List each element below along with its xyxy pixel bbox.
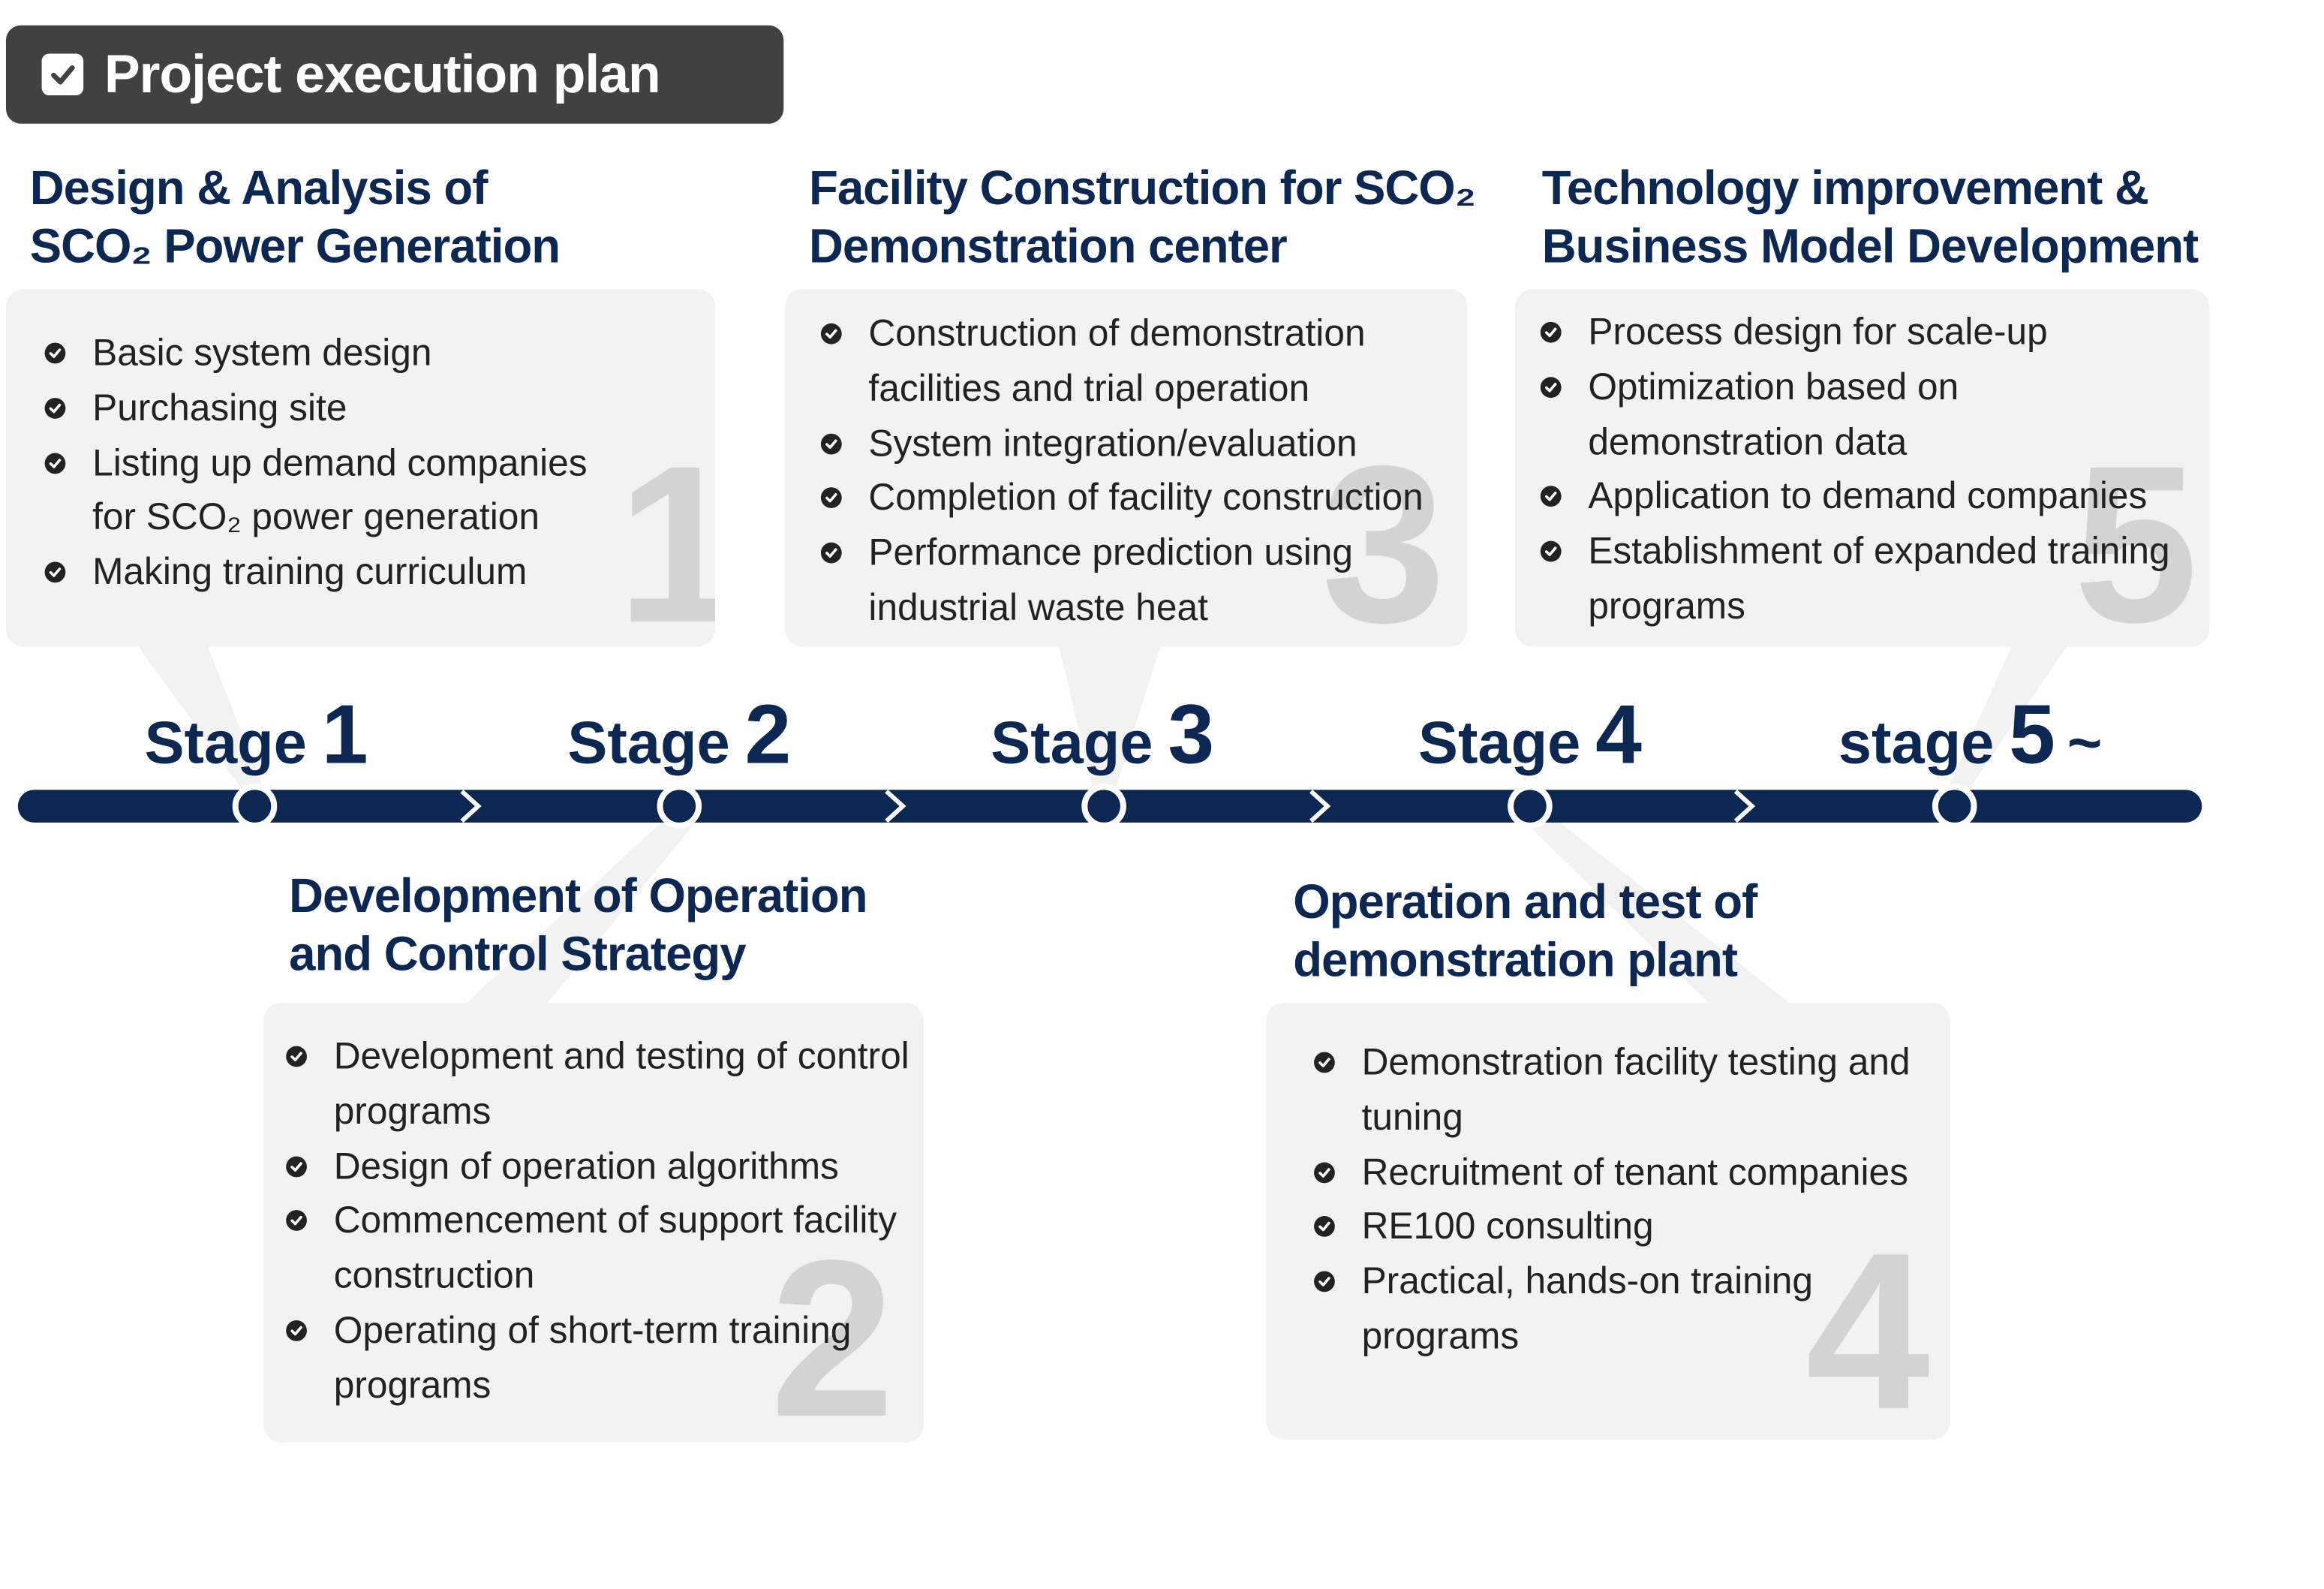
stage-4-title: Operation and test of demonstration plan… [1293, 874, 1757, 987]
list-item: Listing up demand companies for SCO₂ pow… [44, 436, 641, 546]
stage-2-list: Development and testing of control progr… [286, 1030, 912, 1413]
list-item: Purchasing site [44, 381, 641, 436]
stage-3-big-number: 3 [1321, 418, 1446, 647]
list-item: Practical, hands-on training programs [1314, 1255, 1925, 1365]
list-item: Process design for scale-up [1540, 305, 2181, 360]
check-circle-icon [286, 1320, 307, 1341]
stage-1-list: Basic system design Purchasing site List… [44, 327, 641, 600]
check-circle-icon [820, 323, 842, 345]
stage-2-big-number: 2 [770, 1213, 895, 1443]
list-item: Recruitment of tenant companies [1314, 1145, 1925, 1200]
checkbox-checked-icon [41, 53, 84, 96]
list-item: Design of operation algorithms [286, 1139, 912, 1194]
stage-1-title: Design & Analysis of SCO₂ Power Generati… [29, 161, 561, 273]
list-item: Basic system design [44, 327, 641, 381]
timeline-node-2 [657, 784, 702, 829]
stage-2-card: 2 Development and testing of control pro… [263, 1003, 924, 1443]
list-item: RE100 consulting [1314, 1200, 1925, 1255]
check-circle-icon [820, 487, 842, 509]
header-bar: Project execution plan [5, 25, 784, 124]
timeline-node-1 [232, 784, 278, 829]
stage-4-list: Demonstration facility testing and tunin… [1314, 1036, 1925, 1365]
callout-tail-stage-2 [461, 816, 701, 1008]
header-title: Project execution plan [104, 43, 661, 104]
stage-5-big-number: 5 [2073, 418, 2199, 647]
timeline-node-3 [1081, 784, 1126, 829]
stage-2-title: Development of Operation and Control Str… [289, 868, 867, 981]
check-circle-icon [286, 1046, 307, 1067]
list-item: Commencement of support facility constru… [286, 1194, 912, 1304]
check-circle-icon [1314, 1271, 1335, 1293]
stage-3-list: Construction of demonstration facilities… [820, 307, 1447, 636]
stage-5-title: Technology improvement & Business Model … [1541, 161, 2199, 273]
check-circle-icon [1314, 1052, 1335, 1073]
stage-3-card: 3 Construction of demonstration faciliti… [785, 289, 1468, 647]
check-circle-icon [44, 342, 66, 364]
timeline-node-5 [1932, 784, 1977, 829]
stage-1-big-number: 1 [617, 432, 715, 647]
check-circle-icon [44, 397, 66, 419]
stage-5-list: Process design for scale-up Optimization… [1540, 305, 2181, 634]
check-circle-icon [1314, 1216, 1335, 1238]
check-circle-icon [286, 1210, 307, 1232]
list-item: Construction of demonstration facilities… [820, 307, 1447, 417]
timeline-node-4 [1508, 784, 1553, 829]
list-item: Establishment of expanded training progr… [1540, 525, 2181, 634]
chevron-right-icon [1733, 789, 1756, 823]
check-circle-icon [820, 432, 842, 454]
check-circle-icon [44, 452, 66, 474]
list-item: Application to demand companies [1540, 470, 2181, 525]
check-circle-icon [44, 561, 66, 583]
stage-4-big-number: 4 [1805, 1205, 1930, 1440]
chevron-right-icon [460, 789, 482, 823]
stage-1-card: 1 Basic system design Purchasing site Li… [5, 289, 715, 647]
chevron-right-icon [885, 789, 906, 823]
stage-3-title: Facility Construction for SCO₂ Demonstra… [809, 161, 1476, 273]
list-item: Making training curriculum [44, 546, 641, 600]
list-item: Optimization based on demonstration data [1540, 360, 2181, 470]
list-item: Demonstration facility testing and tunin… [1314, 1036, 1925, 1145]
check-circle-icon [820, 543, 842, 564]
list-item: Completion of facility construction [820, 471, 1447, 526]
check-circle-icon [1540, 541, 1562, 562]
check-circle-icon [1540, 321, 1562, 343]
chevron-right-icon [1309, 789, 1331, 823]
list-item: System integration/evaluation [820, 417, 1447, 471]
check-circle-icon [1540, 376, 1562, 398]
list-item: Operating of short-term training program… [286, 1304, 912, 1413]
list-item: Performance prediction using industrial … [820, 526, 1447, 636]
check-circle-icon [1540, 486, 1562, 507]
callout-tail-stage-1 [134, 640, 266, 793]
check-circle-icon [286, 1155, 307, 1177]
stage-5-card: 5 Process design for scale-up Optimizati… [1515, 289, 2210, 647]
callout-tail-stage-3 [1057, 640, 1162, 793]
callout-tail-stage-5 [1945, 640, 2071, 793]
stage-4-card: 4 Demonstration facility testing and tun… [1266, 1003, 1950, 1440]
check-circle-icon [1314, 1161, 1335, 1183]
list-item: Development and testing of control progr… [286, 1030, 912, 1139]
callout-tail-stage-4 [1520, 816, 1796, 1008]
